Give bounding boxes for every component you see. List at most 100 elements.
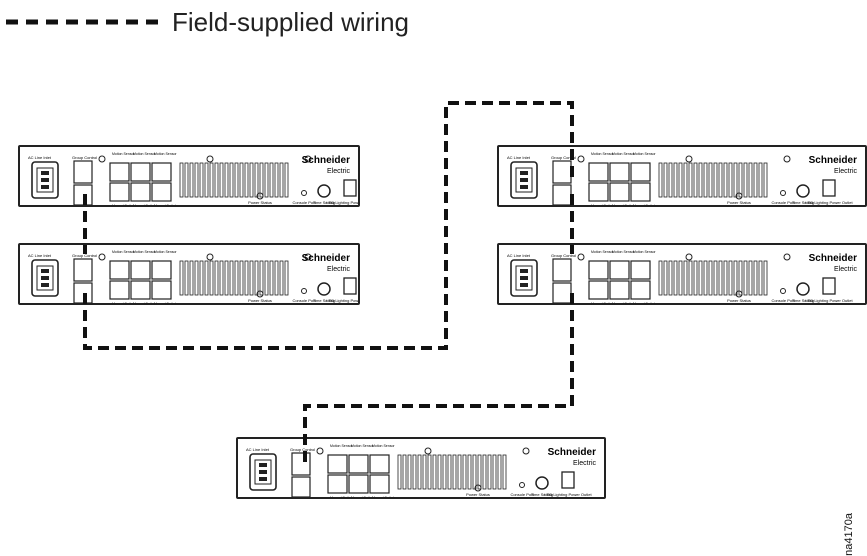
brand-name: Schneider [548,447,596,458]
manual-switch-label: Manual Switch [633,302,656,303]
motion-sensor-label: Motion Sensor [112,250,135,254]
rj45-port-icon [630,182,651,202]
vent-slot [743,260,748,296]
rj45-port-icon [588,182,609,202]
motion-sensor-label: Motion Sensor [372,444,395,448]
vent-slot [274,162,279,198]
vent-slot [728,162,733,198]
manual-switch-label: Manual Switch [133,204,156,205]
legend-label: Field-supplied wiring [172,7,409,37]
vent-slot [427,454,432,490]
led-outlet-icon [343,179,357,197]
console-port-icon [780,288,786,294]
time-setting-dial-icon [796,282,810,296]
ac-inlet-label: AC Line Inlet [507,155,531,160]
console-port-label: Console Port [292,200,316,205]
screw-icon [424,447,432,455]
vent-slot [234,260,239,296]
vent-slot [249,260,254,296]
rj45-port-icon [369,474,390,494]
vent-slot [718,260,723,296]
vent-slot [678,260,683,296]
vent-slot [462,454,467,490]
vent-slot [733,162,738,198]
vent-slot [189,162,194,198]
legend: Field-supplied wiring [6,0,409,44]
rj45-port-icon [151,280,172,300]
brand-name: Schneider [809,253,857,264]
screw-icon [206,253,214,261]
rj45-port-icon [130,280,151,300]
group-control-port-bottom [291,476,311,497]
vent-slot [472,454,477,490]
ac-inlet-label: AC Line Inlet [507,253,531,258]
console-port-label: Console Port [771,200,795,205]
vent-slot [179,162,184,198]
vent-slot [279,260,284,296]
manual-switch-label: Manual Switch [372,496,395,497]
vent-slot [264,260,269,296]
rj45-port-icon [609,182,630,202]
brand-subname: Electric [834,168,857,175]
rj45-port-icon [130,162,151,182]
screw-icon [316,447,324,455]
led-outlet-icon [343,277,357,295]
vent-slot [189,260,194,296]
vent-slot [673,260,678,296]
led-outlet-label: LED Lighting Power Outlet [805,200,853,205]
time-setting-label: Time Setting [313,298,335,303]
power-status-label: Power Status [727,298,751,303]
figure-tag: na4170a [843,513,855,556]
vent-slot [229,162,234,198]
rj45-port-icon [588,260,609,280]
vent-slot [658,162,663,198]
vent-slot [748,260,753,296]
power-status-label: Power Status [466,492,490,497]
power-status-label: Power Status [248,298,272,303]
vent-slot [244,260,249,296]
screw-icon [577,253,585,261]
dashed-line-icon [6,19,158,25]
rj45-port-icon [630,260,651,280]
ac-inlet-label: AC Line Inlet [28,253,52,258]
screw-icon [522,447,530,455]
power-status-label: Power Status [248,200,272,205]
led-outlet-icon [822,179,836,197]
power-status-led-icon [474,484,482,492]
group-control-label: Group Control [551,253,576,258]
console-port-label: Console Port [771,298,795,303]
vent-slot [214,260,219,296]
manual-switch-label: Manual Switch [612,204,635,205]
vent-slot [452,454,457,490]
screw-icon [685,253,693,261]
vent-slot [239,260,244,296]
vent-slot [412,454,417,490]
rj45-port-icon [588,162,609,182]
vent-slot [758,162,763,198]
vent-slot [274,260,279,296]
vent-slot [254,260,259,296]
screw-icon [206,155,214,163]
group-control-port-top [552,258,572,282]
time-setting-label: Time Setting [313,200,335,205]
group-control-port-top [73,160,93,184]
rj45-port-icon [609,280,630,300]
vent-slot [417,454,422,490]
vent-slot [249,162,254,198]
time-setting-dial-icon [317,184,331,198]
console-port-label: Console Port [292,298,316,303]
vent-slot [728,260,733,296]
vent-slot [214,162,219,198]
console-port-icon [301,190,307,196]
rj45-port-icon [369,454,390,474]
vent-slot [239,162,244,198]
time-setting-dial-icon [796,184,810,198]
vent-slot [234,162,239,198]
vent-slot [259,162,264,198]
vent-slot [279,162,284,198]
rj45-port-icon [151,182,172,202]
rj45-port-icon [348,474,369,494]
vent-slot [688,260,693,296]
